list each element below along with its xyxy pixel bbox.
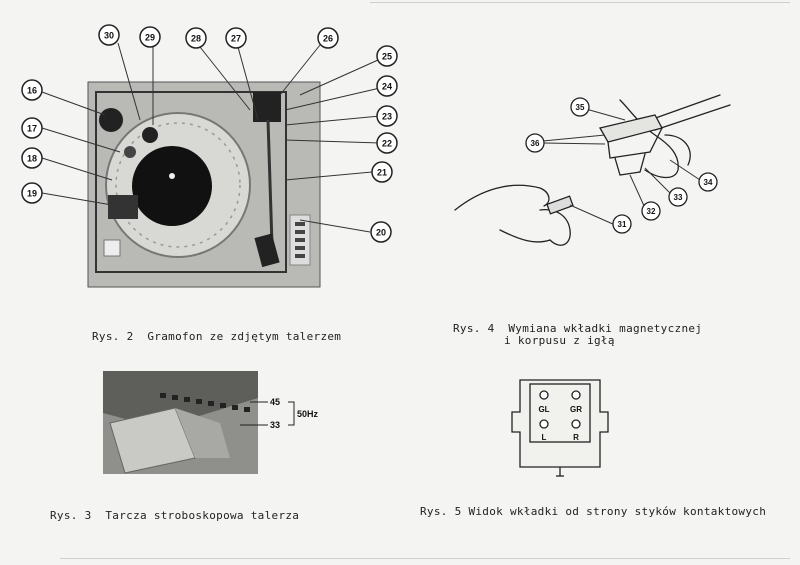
callout-19: 19 [27,189,37,199]
callout-25: 25 [382,52,392,62]
label-50hz: 50Hz [297,409,319,419]
callout-21: 21 [377,168,387,178]
caption-rys4-line2: i korpusu z igłą [504,334,615,347]
figure-turntable: 30 29 28 27 26 25 24 23 22 21 20 16 17 1… [21,24,398,288]
pin-label-l: L [542,433,547,442]
callout-27: 27 [231,34,241,44]
caption-rys5: Rys. 5 Widok wkładki od strony styków ko… [420,505,767,518]
figure-cartridge-replacement: 35 36 34 33 32 31 [454,94,731,246]
callout-33: 33 [674,193,683,202]
callout-24: 24 [382,82,392,92]
caption-rys2: Rys. 2 Gramofon ze zdjętym talerzem [92,330,342,343]
figure-stroboscope: 45 33 50Hz [103,371,319,474]
bottom-rule [60,558,790,559]
callout-23: 23 [382,112,392,122]
callout-20: 20 [376,228,386,238]
callout-16: 16 [27,86,37,96]
label-45: 45 [270,397,280,407]
motor-plate [132,146,212,226]
callout-22: 22 [382,139,392,149]
callout-30: 30 [104,31,114,41]
caption-rys3: Rys. 3 Tarcza stroboskopowa talerza [50,509,300,522]
callout-32: 32 [647,207,656,216]
label-33: 33 [270,420,280,430]
callout-29: 29 [145,33,155,43]
callout-18: 18 [27,154,37,164]
pin-label-gr: GR [570,405,582,414]
caption-rys4-line1: Rys. 4 Wymiana wkładki magnetycznej [453,322,703,335]
callout-28-left: 28 [191,34,201,44]
callout-31: 31 [618,220,627,229]
pin-label-r: R [573,433,579,442]
callout-35: 35 [576,103,585,112]
callout-26: 26 [323,34,333,44]
pin-label-gl: GL [538,405,549,414]
callout-17: 17 [27,124,37,134]
figure-cartridge-pins: GL GR L R [511,379,609,477]
callout-36: 36 [531,139,540,148]
callout-34: 34 [704,178,713,187]
top-rule [370,2,790,3]
